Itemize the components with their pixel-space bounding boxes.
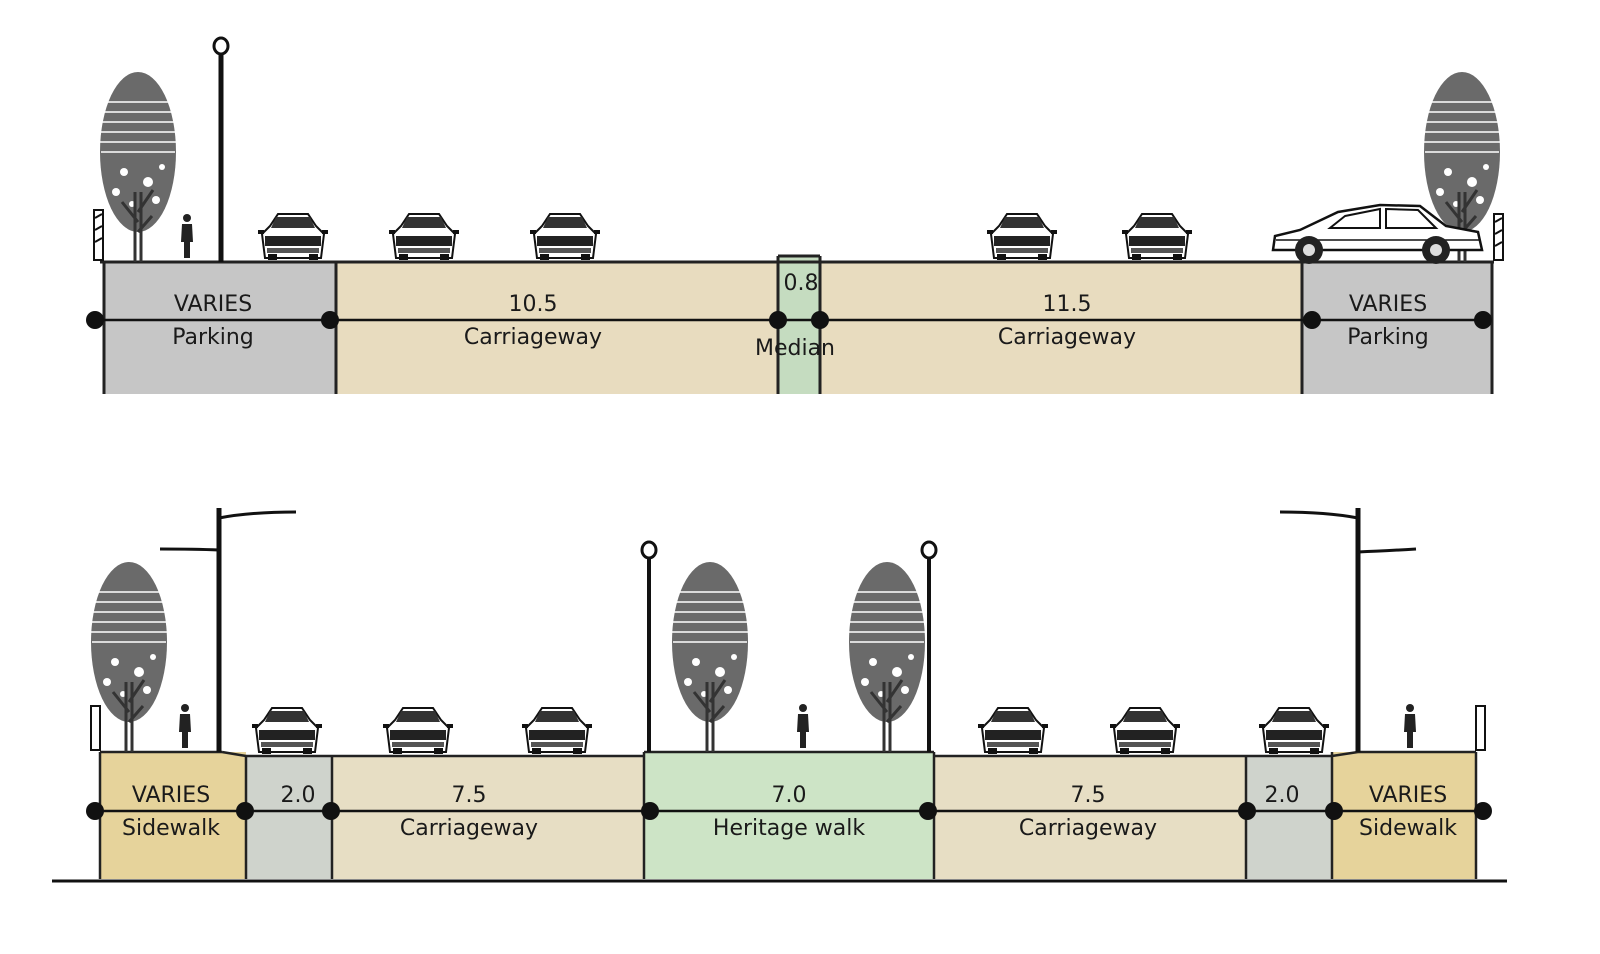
pedestrian-icon [181, 214, 193, 258]
pedestrian-icon [1404, 704, 1416, 748]
sidewalk-left-label: Sidewalk [122, 816, 220, 841]
car-front-icon [1109, 707, 1181, 755]
parking-left-width: VARIES [174, 292, 252, 317]
bollard-icon [90, 705, 101, 751]
carriageway-left [336, 262, 778, 394]
pedestrian-icon [797, 704, 809, 748]
buffer-left [246, 756, 332, 879]
tree-icon [98, 70, 178, 264]
pedestrian-icon [179, 704, 191, 748]
sidewalk-right-label: Sidewalk [1359, 816, 1457, 841]
buffer-right [1246, 756, 1332, 879]
heritage-walk [644, 752, 934, 879]
median-label: Median [755, 336, 835, 361]
parking-right-label: Parking [1347, 325, 1429, 350]
parking-strip-left [104, 262, 336, 394]
bollard-icon [1475, 705, 1486, 751]
street-lamp-icon [1279, 508, 1417, 752]
sidewalk-right [1332, 752, 1476, 879]
street-lamp-icon [640, 540, 658, 752]
car-side-icon [1271, 203, 1484, 264]
carriageway-left [332, 756, 644, 879]
buffer-right-width: 2.0 [1265, 783, 1300, 808]
sidewalk-right-width: VARIES [1369, 783, 1447, 808]
street-lamp-icon [920, 540, 938, 752]
bollard-icon [93, 209, 104, 261]
bollard-icon [1493, 213, 1504, 261]
car-front-icon [1258, 707, 1330, 755]
carriageway-right [820, 262, 1302, 394]
sidewalk-left [100, 752, 246, 879]
street-lamp-icon [212, 36, 230, 262]
existing-cross-section: VARIES Parking 10.5 Carriageway 0.8 Medi… [86, 36, 1504, 394]
sidewalk-left-width: VARIES [132, 783, 210, 808]
carriageway-right-label: Carriageway [1019, 816, 1157, 841]
carriageway-left-label: Carriageway [464, 325, 602, 350]
street-lamp-icon [159, 508, 297, 752]
car-front-icon [388, 213, 460, 261]
tree-icon [670, 560, 750, 754]
car-front-icon [977, 707, 1049, 755]
car-front-icon [521, 707, 593, 755]
car-front-icon [1121, 213, 1193, 261]
carriageway-right-width: 11.5 [1043, 292, 1092, 317]
car-front-icon [257, 213, 329, 261]
car-front-icon [382, 707, 454, 755]
carriageway-right-label: Carriageway [998, 325, 1136, 350]
heritage-walk-label: Heritage walk [713, 816, 865, 841]
carriageway-right-width: 7.5 [1071, 783, 1106, 808]
carriageway-left-width: 10.5 [509, 292, 558, 317]
tree-icon [89, 560, 169, 754]
heritage-walk-width: 7.0 [772, 783, 807, 808]
proposed-cross-section: VARIES Sidewalk 2.0 7.5 Carriageway 7.0 … [52, 508, 1507, 883]
parking-left-label: Parking [172, 325, 254, 350]
parking-right-width: VARIES [1349, 292, 1427, 317]
car-front-icon [986, 213, 1058, 261]
median-width: 0.8 [784, 271, 819, 296]
carriageway-left-width: 7.5 [452, 783, 487, 808]
car-front-icon [529, 213, 601, 261]
tree-icon [847, 560, 927, 754]
carriageway-left-label: Carriageway [400, 816, 538, 841]
car-front-icon [251, 707, 323, 755]
carriageway-right [934, 756, 1246, 879]
parking-strip-right [1302, 262, 1492, 394]
buffer-left-width: 2.0 [281, 783, 316, 808]
